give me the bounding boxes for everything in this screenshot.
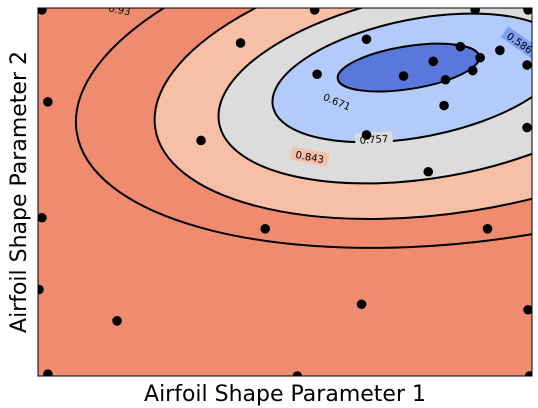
contour-line (153, 8, 532, 220)
contour-label-group: 0.843 (290, 146, 330, 167)
plot-frame (37, 7, 533, 377)
contour-line (74, 8, 532, 249)
sample-point (475, 52, 485, 63)
sample-point (439, 100, 449, 111)
contour-label-group: 0.757 (354, 131, 394, 147)
sample-point (196, 135, 206, 146)
sample-point (428, 56, 439, 67)
contour-lines (74, 8, 532, 249)
sample-point (356, 299, 367, 310)
sample-point (423, 166, 434, 177)
sample-point (522, 122, 532, 133)
contour-label-bg (500, 26, 532, 59)
sample-point (467, 65, 478, 76)
sample-point (43, 97, 53, 107)
contour-label-bg (103, 8, 137, 19)
sample-point (398, 71, 409, 81)
sample-point (235, 38, 246, 48)
sample-point (524, 371, 532, 376)
sample-point (440, 74, 451, 85)
contour-line (217, 8, 532, 185)
contour-label-bg (290, 146, 330, 167)
x-axis-label: Airfoil Shape Parameter 1 (144, 382, 426, 407)
sample-point (482, 224, 493, 234)
sample-point (523, 8, 532, 15)
sample-point (112, 316, 122, 326)
sample-point (455, 41, 466, 52)
sample-point (38, 284, 44, 295)
contour-label: 0.93 (107, 3, 131, 18)
sample-point (43, 369, 53, 376)
sample-point (522, 60, 532, 70)
sample-points (38, 8, 532, 376)
sample-point (309, 8, 320, 15)
sample-point (260, 224, 271, 234)
sample-point (361, 130, 372, 140)
y-axis-label: Airfoil Shape Parameter 2 (7, 51, 32, 333)
sample-point (312, 69, 322, 80)
sample-point (470, 8, 480, 15)
contour-label-group: 0.93 (103, 3, 137, 19)
contour-label-bg (317, 88, 357, 115)
sample-point (361, 34, 372, 45)
sample-point (38, 212, 47, 223)
sample-point (292, 371, 303, 376)
contour-label: 0.843 (294, 150, 324, 166)
sample-point (523, 304, 532, 315)
sample-point (38, 8, 47, 15)
contour-line (271, 12, 532, 144)
sample-point (495, 45, 505, 56)
